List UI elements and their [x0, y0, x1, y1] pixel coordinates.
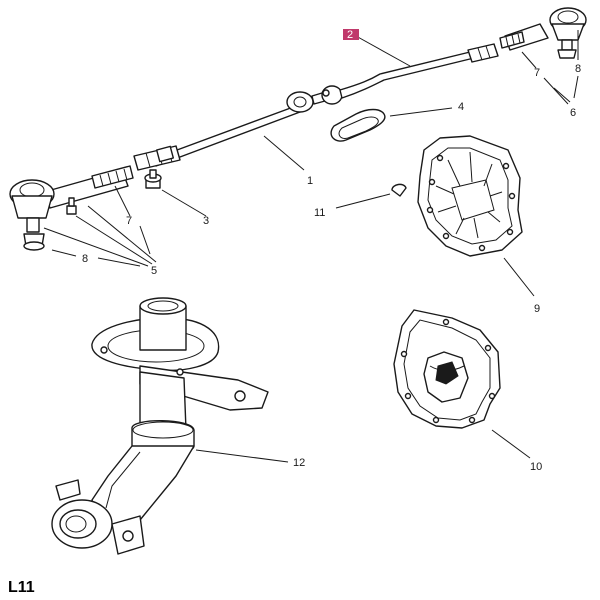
callout-12[interactable]: 12 [293, 457, 305, 469]
callout-1[interactable]: 1 [307, 175, 313, 187]
plate-part-4 [330, 108, 386, 142]
callout-3[interactable]: 3 [203, 215, 209, 227]
callout-2: 2 [347, 29, 353, 41]
highlight-box [343, 29, 359, 40]
bolt-part-3 [144, 169, 162, 189]
callout-9[interactable]: 9 [534, 303, 540, 315]
callout-8a[interactable]: 8 [575, 63, 581, 75]
callout-6[interactable]: 6 [570, 107, 576, 119]
callout-labels: 2 1 3 4 5 6 7 7 8 8 9 10 11 12 [82, 29, 581, 473]
seal-part-10 [393, 309, 501, 429]
right-tie-rod-end [499, 7, 587, 59]
cover-part-9 [417, 135, 523, 257]
callout-7a[interactable]: 7 [534, 67, 540, 79]
steering-knuckle-part-12 [51, 297, 269, 555]
page-code-label: L11 [8, 579, 35, 596]
callout-4[interactable]: 4 [458, 101, 464, 113]
center-bushing [322, 89, 330, 97]
callout-5[interactable]: 5 [151, 265, 157, 277]
left-tie-rod-end [9, 165, 134, 251]
leader-lines [43, 30, 579, 463]
callout-10[interactable]: 10 [530, 461, 542, 473]
clip-part-11 [391, 183, 407, 197]
callout-11[interactable]: 11 [314, 207, 325, 219]
callout-8b[interactable]: 8 [82, 253, 88, 265]
tie-rod-assembly [133, 43, 499, 171]
callout-7b[interactable]: 7 [126, 215, 132, 227]
